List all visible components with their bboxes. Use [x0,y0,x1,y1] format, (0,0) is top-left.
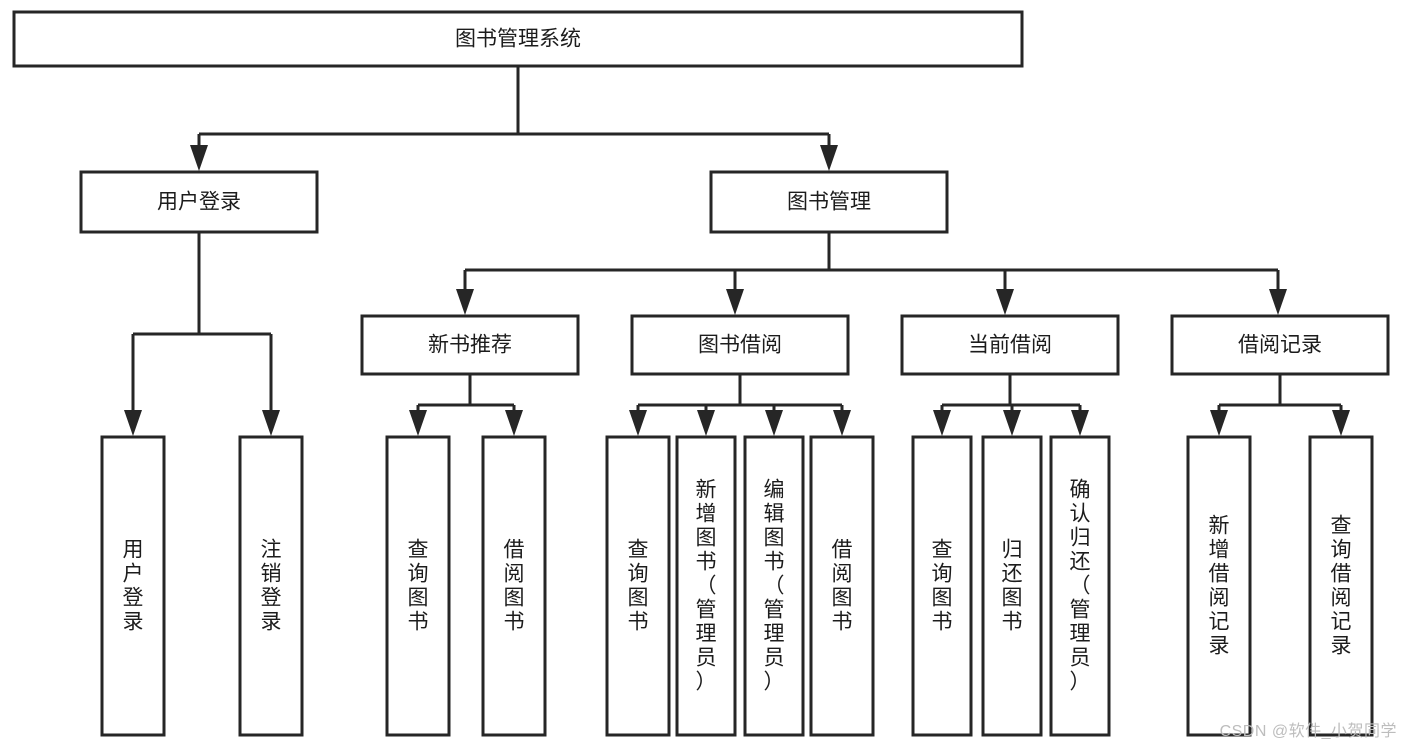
node-leaf-7[interactable]: 借阅图书 [809,435,875,737]
node-box[interactable] [809,435,875,737]
arrow-head-icon [820,145,838,171]
node-label: 新书推荐 [428,334,512,357]
node-box[interactable] [630,314,850,376]
node-box[interactable] [675,435,737,737]
node-box[interactable] [100,435,166,737]
node-label: 用户登录 [123,539,144,634]
node-leaf-5[interactable]: 新增图书（管理员） [675,435,737,737]
arrow-head-icon [1210,410,1228,436]
node-label: 归还图书 [1002,539,1023,634]
node-box[interactable] [981,435,1043,737]
arrow-head-icon [1003,410,1021,436]
node-level3-2[interactable]: 当前借阅 [900,314,1120,376]
node-box[interactable] [911,435,973,737]
arrow-head-icon [933,410,951,436]
node-box[interactable] [1049,435,1111,737]
connector-layer [124,66,1350,436]
node-label: 图书借阅 [698,334,782,357]
node-box[interactable] [1186,435,1252,737]
node-leaf-0[interactable]: 用户登录 [100,435,166,737]
node-leaf-4[interactable]: 查询图书 [605,435,671,737]
arrow-head-icon [1071,410,1089,436]
arrow-head-icon [1332,410,1350,436]
arrow-head-icon [409,410,427,436]
node-label: 借阅记录 [1238,334,1322,357]
arrow-head-icon [1269,289,1287,315]
node-root-system[interactable]: 图书管理系统 [12,10,1024,68]
node-leaf-11[interactable]: 新增借阅记录 [1186,435,1252,737]
node-box[interactable] [481,435,547,737]
node-label: 借阅图书 [504,539,525,634]
node-leaf-6[interactable]: 编辑图书（管理员） [743,435,805,737]
node-layer: 图书管理系统用户登录图书管理新书推荐图书借阅当前借阅借阅记录用户登录注销登录查询… [12,10,1390,737]
node-leaf-9[interactable]: 归还图书 [981,435,1043,737]
node-box[interactable] [900,314,1120,376]
node-label: 新增图书（管理员） [696,479,717,694]
node-level3-3[interactable]: 借阅记录 [1170,314,1390,376]
node-level3-0[interactable]: 新书推荐 [360,314,580,376]
node-label: 查询借阅记录 [1331,515,1352,658]
node-label: 查询图书 [628,539,649,634]
node-leaf-1[interactable]: 注销登录 [238,435,304,737]
node-label: 图书管理 [787,191,871,214]
node-box[interactable] [79,170,319,234]
node-label: 新增借阅记录 [1209,515,1230,658]
connector-group-bookmgmt-to-level3 [456,232,1287,315]
connector-group-root-to-level2 [190,66,838,171]
node-level2-0[interactable]: 用户登录 [79,170,319,234]
node-leaf-2[interactable]: 查询图书 [385,435,451,737]
arrow-head-icon [765,410,783,436]
node-leaf-8[interactable]: 查询图书 [911,435,973,737]
node-box[interactable] [1308,435,1374,737]
arrow-head-icon [456,289,474,315]
node-leaf-3[interactable]: 借阅图书 [481,435,547,737]
connector-group-record-to-leaves [1210,374,1350,436]
arrow-head-icon [124,410,142,436]
node-label: 借阅图书 [832,539,853,634]
node-label: 查询图书 [408,539,429,634]
node-box[interactable] [709,170,949,234]
node-label: 编辑图书（管理员） [764,479,785,694]
arrow-head-icon [996,289,1014,315]
node-leaf-12[interactable]: 查询借阅记录 [1308,435,1374,737]
node-box[interactable] [605,435,671,737]
arrow-head-icon [505,410,523,436]
connector-group-current-to-leaves [933,374,1089,436]
node-box[interactable] [385,435,451,737]
arrow-head-icon [190,145,208,171]
node-level2-1[interactable]: 图书管理 [709,170,949,234]
node-leaf-10[interactable]: 确认归还（管理员） [1049,435,1111,737]
node-label: 确认归还（管理员） [1070,479,1091,694]
node-box[interactable] [360,314,580,376]
arrow-head-icon [629,410,647,436]
node-label: 图书管理系统 [455,28,581,51]
node-box[interactable] [1170,314,1390,376]
node-label: 注销登录 [261,539,282,634]
node-box[interactable] [238,435,304,737]
arrow-head-icon [833,410,851,436]
arrow-head-icon [726,289,744,315]
node-box[interactable] [12,10,1024,68]
node-label: 当前借阅 [968,334,1052,357]
node-level3-1[interactable]: 图书借阅 [630,314,850,376]
node-label: 用户登录 [157,191,241,214]
connector-group-borrow-to-leaves [629,374,851,436]
csdn-watermark: CSDN @软件_小贺同学 [1219,723,1397,740]
node-box[interactable] [743,435,805,737]
connector-group-newbook-to-leaves [409,374,523,436]
arrow-head-icon [262,410,280,436]
connector-group-userlogin-to-leaves [124,232,280,436]
node-label: 查询图书 [932,539,953,634]
arrow-head-icon [697,410,715,436]
